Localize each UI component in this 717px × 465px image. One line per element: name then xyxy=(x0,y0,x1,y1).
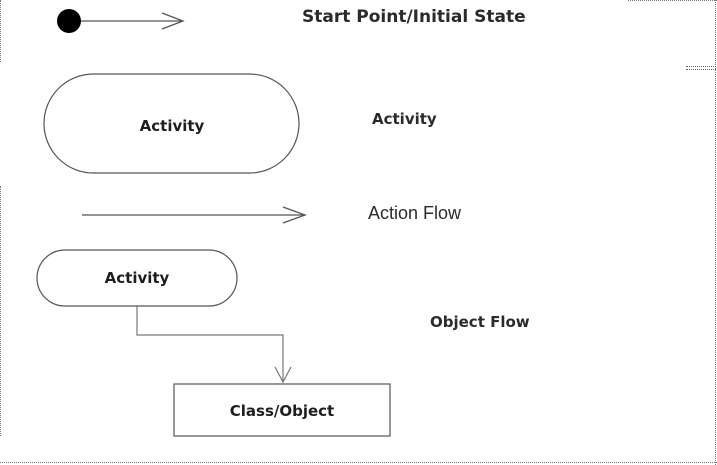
object-flow-symbol: Activity Class/Object xyxy=(36,249,391,437)
class-object-label: Class/Object xyxy=(230,402,334,420)
frame-corner-mark xyxy=(686,66,716,70)
object-flow-arrowhead xyxy=(274,366,292,384)
frame-top-right-edge xyxy=(628,0,717,1)
initial-state-node xyxy=(57,9,81,33)
action-flow-label: Action Flow xyxy=(368,203,462,223)
activity-large-label: Activity xyxy=(140,117,205,135)
start-point-label: Start Point/Initial State xyxy=(302,7,526,27)
action-flow-arrowhead xyxy=(282,206,307,224)
object-flow-connector xyxy=(136,306,284,382)
object-flow-label: Object Flow xyxy=(430,313,530,331)
frame-left-edge-lower xyxy=(0,186,1,436)
activity-label: Activity xyxy=(372,110,437,128)
activity-small-label: Activity xyxy=(105,269,170,287)
activity-symbol: Activity xyxy=(43,73,300,174)
frame-right-edge xyxy=(715,0,716,465)
start-point-symbol xyxy=(57,9,185,33)
initial-state-arrowhead xyxy=(161,12,185,30)
frame-bottom-edge xyxy=(0,462,717,463)
class-object-box xyxy=(173,383,391,437)
action-flow-symbol xyxy=(82,206,307,224)
frame-left-edge xyxy=(0,0,1,62)
activity-large-shape xyxy=(43,73,300,174)
